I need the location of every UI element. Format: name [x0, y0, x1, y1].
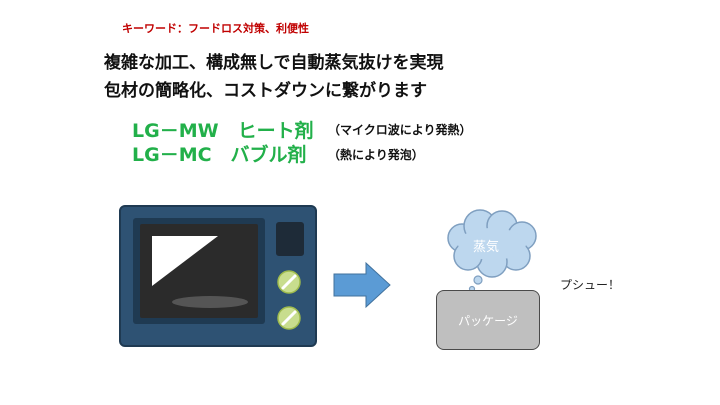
microwave-display [276, 222, 304, 256]
microwave-illustration [119, 205, 317, 347]
package-label: パッケージ [458, 314, 518, 328]
product-note-mw: （マイクロ波により発熱） [328, 123, 472, 137]
headline-line-1: 複雑な加工、構成無しで自動蒸気抜けを実現 [104, 53, 444, 73]
keyword-line: キーワード：フードロス対策、利便性 [122, 22, 309, 35]
right-arrow-icon [333, 261, 391, 309]
steam-cloud-icon [447, 209, 537, 293]
dial-top-marker [281, 274, 297, 290]
window-reflection [152, 236, 218, 286]
product-note-mc: （熱により発泡） [328, 148, 424, 162]
steam-label: 蒸気 [472, 240, 499, 255]
headline-line-2: 包材の簡略化、コストダウンに繋がります [104, 81, 427, 101]
package-box [436, 290, 540, 350]
microwave-turntable [172, 296, 248, 308]
sound-effect-label: プシュー！ [560, 278, 621, 292]
product-name-mc: LG－MC バブル剤 [132, 144, 307, 166]
product-name-mw: LG－MW ヒート剤 [132, 120, 314, 142]
dial-bottom-marker [281, 310, 297, 326]
